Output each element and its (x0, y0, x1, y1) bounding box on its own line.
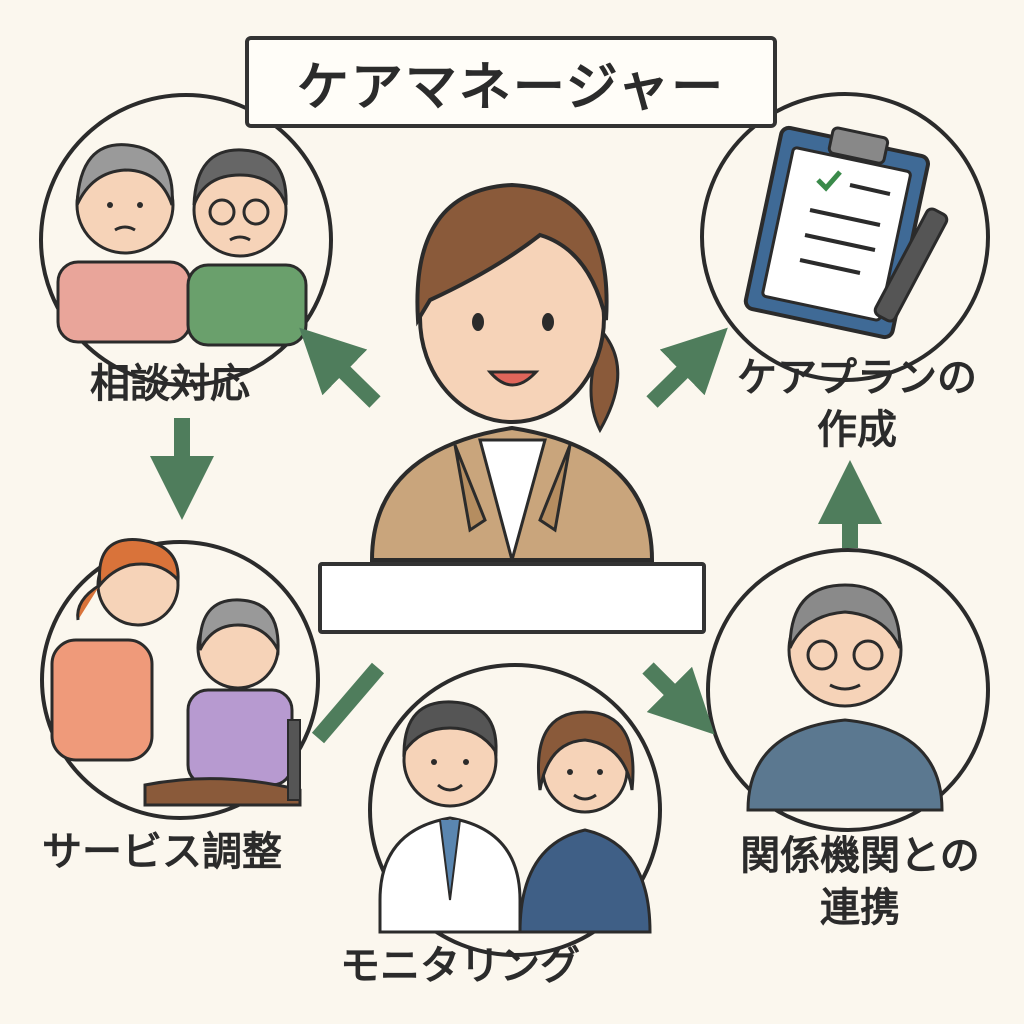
label-service-coordination: サービス調整 (42, 829, 282, 875)
arrow-to-care-plan (646, 327, 728, 408)
flow-arrows (150, 327, 882, 744)
worried-elderly-couple-icon (56, 143, 308, 347)
page-title: ケアマネージャー (245, 36, 777, 128)
arrow-service-to-monitoring (311, 662, 385, 744)
arrow-to-consultation (299, 327, 381, 408)
label-monitoring: モニタリング (340, 943, 580, 989)
service-coordination-circle (40, 538, 320, 820)
doctor-and-staff-icon (378, 700, 652, 934)
care-manager-icon (369, 182, 655, 566)
arrow-monitoring-to-collaboration (642, 662, 715, 735)
label-consultation: 相談対応 (90, 361, 250, 407)
consultation-circle (39, 93, 333, 387)
label-care-plan: ケアプランの 作成 (737, 355, 977, 453)
elderly-man-icon (746, 583, 944, 812)
name-plate (318, 562, 706, 634)
caregiver-wheelchair-icon (50, 538, 302, 807)
care-plan-circle (700, 92, 990, 382)
monitoring-circle (368, 663, 662, 957)
clipboard-pen-icon (743, 125, 949, 340)
collaboration-circle (706, 548, 990, 832)
label-collaboration: 関係機関との 連携 (740, 833, 980, 931)
